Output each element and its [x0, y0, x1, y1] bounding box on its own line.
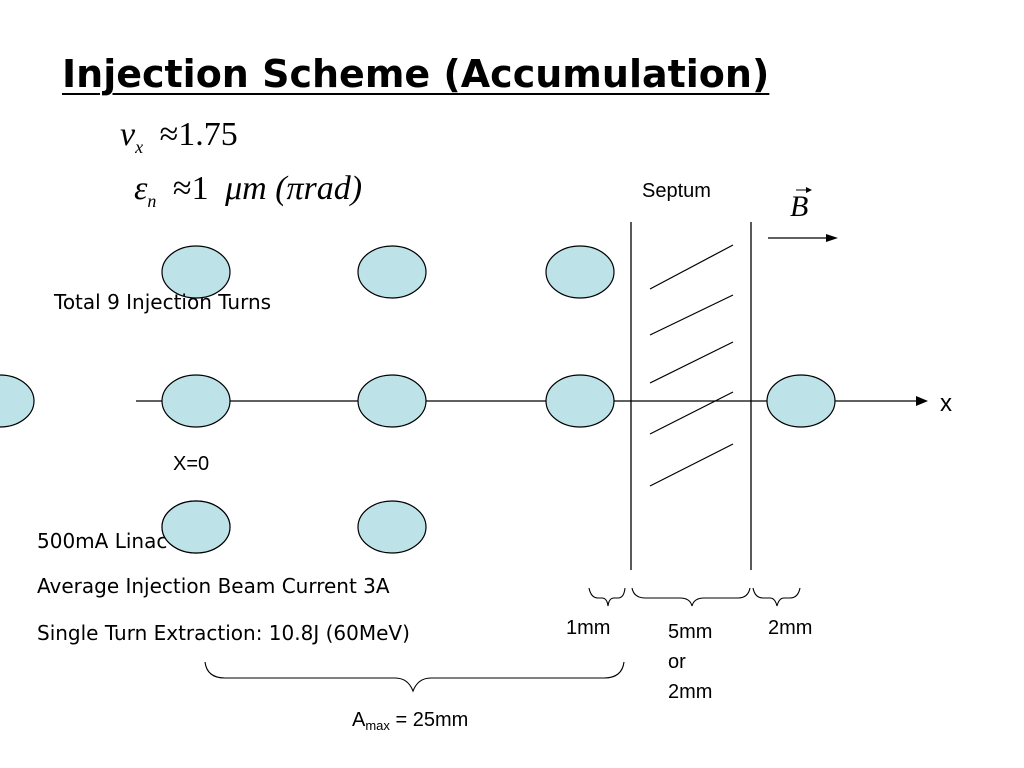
injection-turns-text: Total 9 Injection Turns: [54, 290, 272, 314]
tune-equation: νx ≈1.75: [120, 116, 238, 158]
amax-value: = 25mm: [395, 709, 469, 731]
brace-amax: [204, 661, 625, 693]
gap-1mm-label: 1mm: [566, 617, 611, 639]
emittance-unit: μm (πrad): [225, 170, 363, 207]
x-zero-label: X=0: [173, 453, 210, 475]
tune-symbol: ν: [120, 116, 136, 153]
amax-prefix: A: [352, 709, 366, 731]
beam-ellipse: [357, 374, 427, 428]
emittance-value: 1: [191, 170, 209, 207]
beam-ellipse: [161, 374, 231, 428]
septum-label: Septum: [642, 180, 711, 202]
septum-hatching: [649, 244, 734, 487]
emittance-relation: ≈: [172, 170, 192, 207]
septum-width-line2: or: [668, 651, 686, 673]
beam-ellipse: [545, 245, 615, 299]
emittance-subscript: n: [147, 191, 157, 211]
brace-2mm: [752, 587, 801, 607]
page-title: Injection Scheme (Accumulation): [62, 52, 770, 96]
linac-current-text: 500mA Linac: [37, 529, 168, 553]
beam-ellipse: [357, 245, 427, 299]
septum-width-line1: 5mm: [668, 621, 713, 643]
b-field-label: B: [790, 190, 809, 223]
amax-label: Amax = 25mm: [352, 709, 468, 733]
x-axis-label: x: [940, 390, 952, 417]
x-axis-arrowhead: [916, 396, 928, 406]
emittance-equation: εn ≈1 μm (πrad): [134, 170, 362, 212]
beam-ellipse: [357, 500, 427, 554]
brace-5mm: [631, 587, 751, 607]
emittance-symbol: ε: [134, 170, 148, 207]
septum-width-label: 5mm or 2mm: [668, 617, 712, 707]
tune-subscript: x: [135, 137, 144, 157]
tune-relation: ≈: [159, 116, 179, 153]
extraction-text: Single Turn Extraction: 10.8J (60MeV): [37, 621, 410, 645]
tune-value: 1.75: [178, 116, 238, 153]
b-vector-bar-head: [806, 187, 812, 193]
septum-width-line3: 2mm: [668, 681, 713, 703]
beam-ellipse: [0, 374, 35, 428]
beam-ellipse-overlay: [161, 500, 231, 554]
amax-subscript: max: [365, 718, 390, 733]
brace-1mm: [588, 587, 626, 607]
beam-ellipse: [161, 245, 231, 299]
b-field-arrowhead: [826, 234, 838, 242]
beam-ellipse: [545, 374, 615, 428]
gap-2mm-label: 2mm: [768, 617, 813, 639]
beam-ellipse: [766, 374, 836, 428]
average-current-text: Average Injection Beam Current 3A: [37, 574, 390, 598]
